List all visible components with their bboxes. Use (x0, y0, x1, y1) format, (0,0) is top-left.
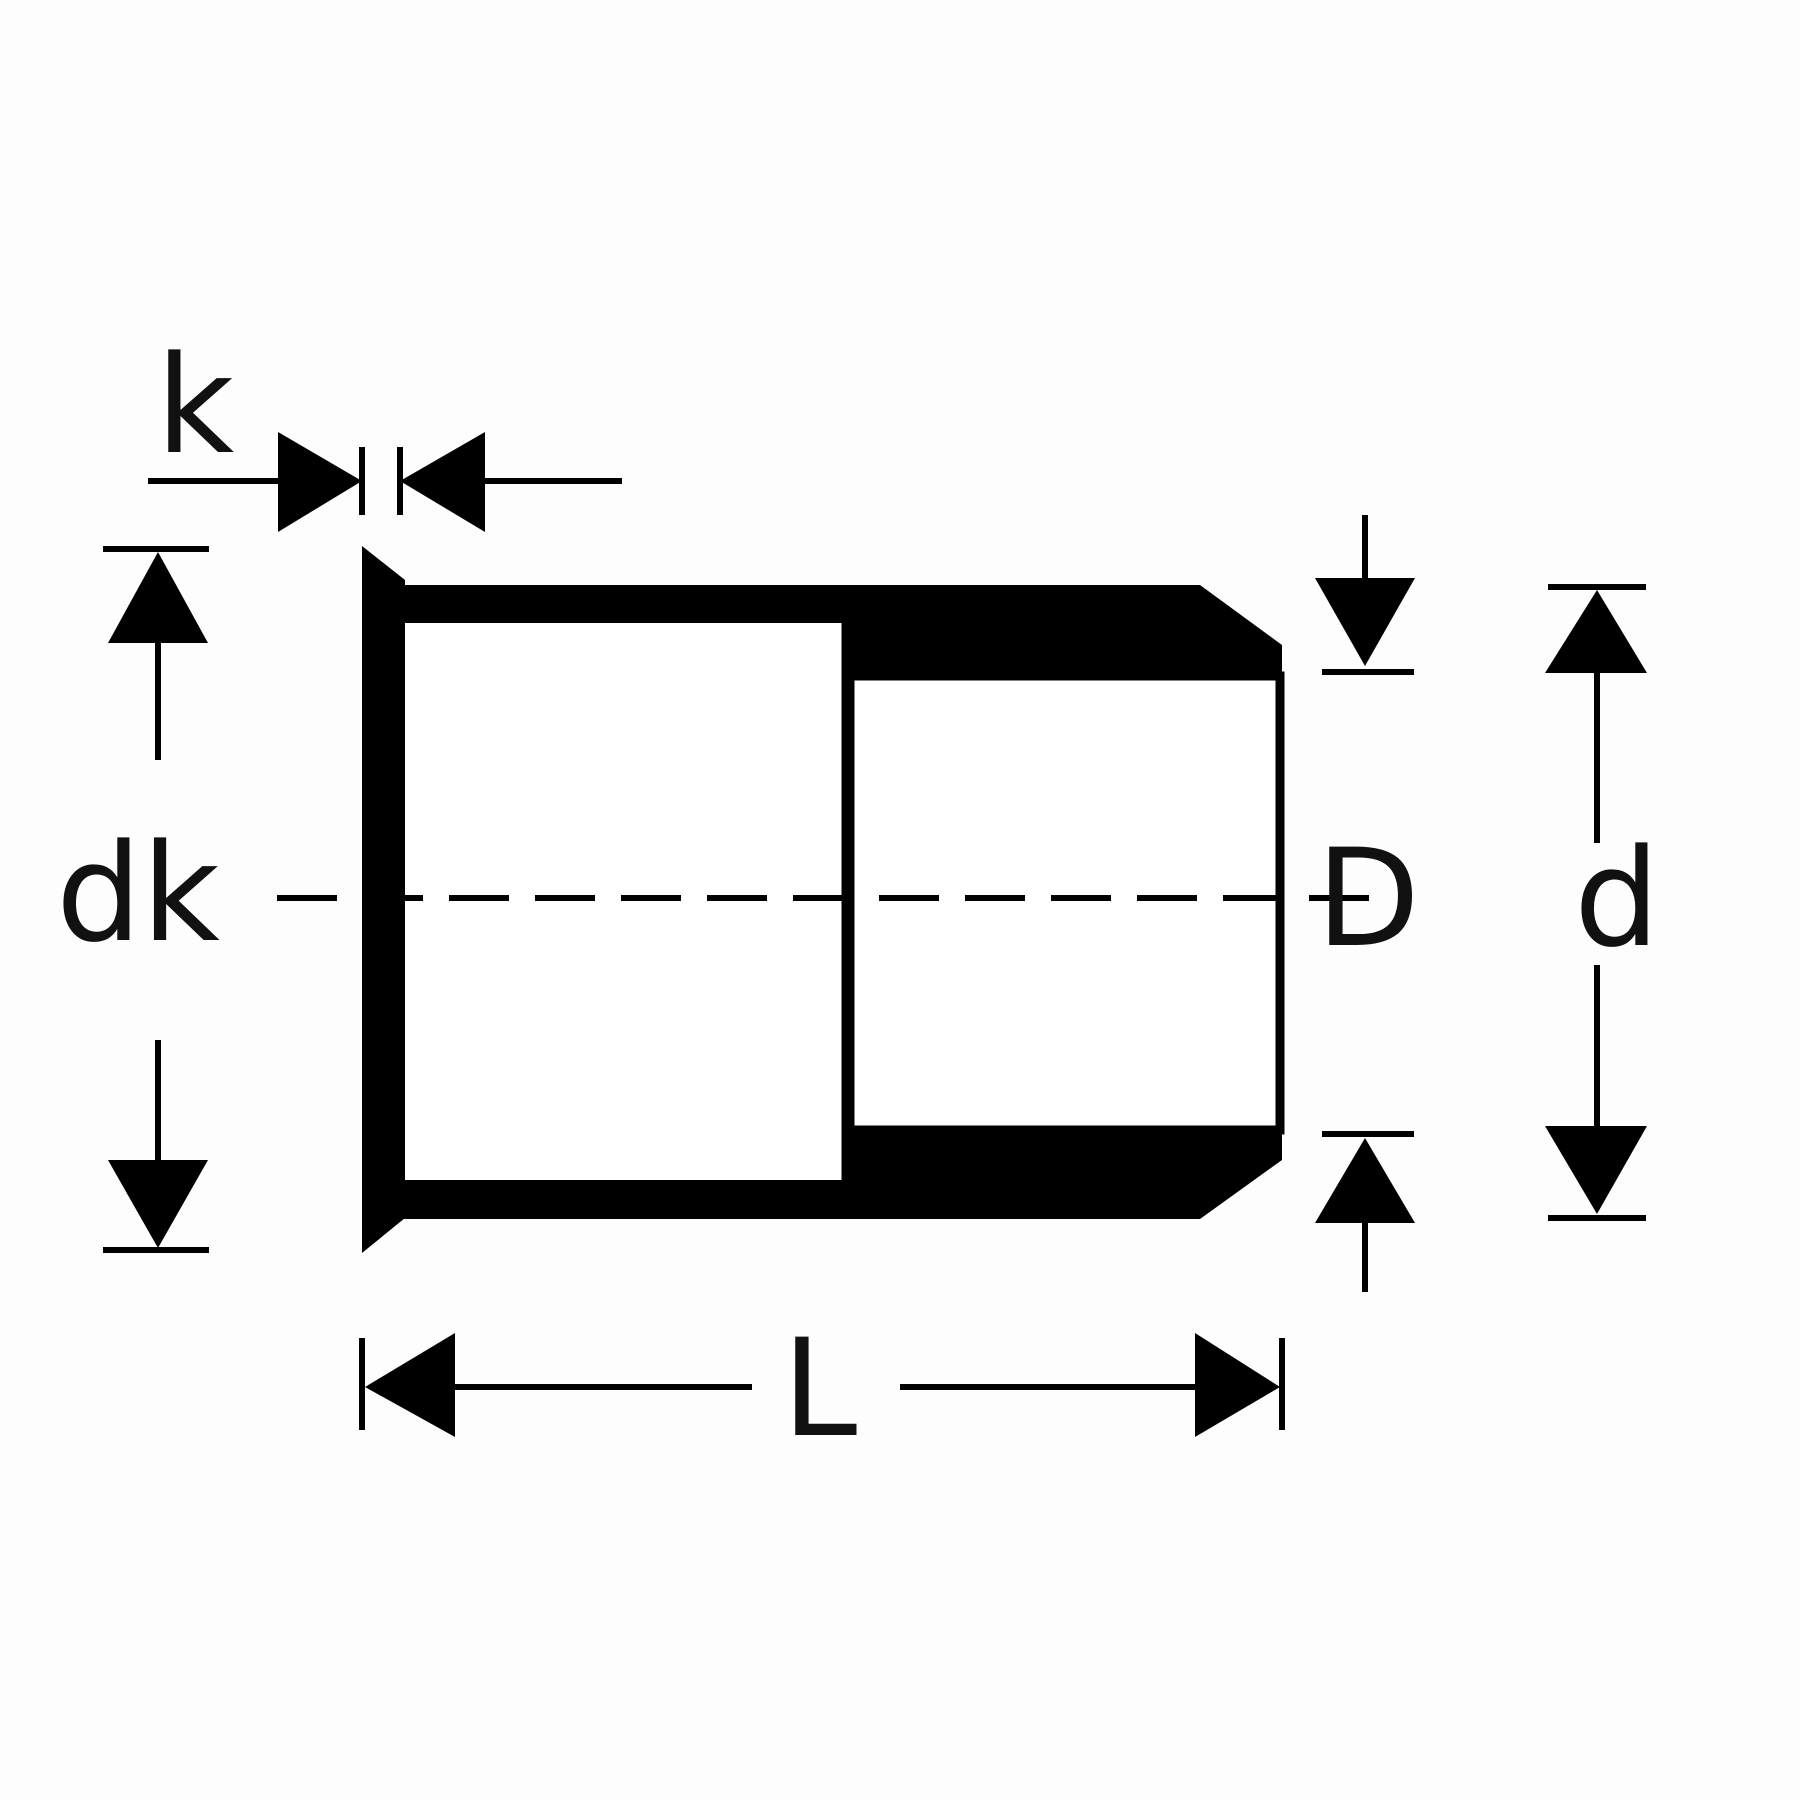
D-dimension (1315, 515, 1415, 1292)
d-arrow-bottom (1545, 1126, 1647, 1214)
L-dimension (359, 1333, 1285, 1437)
dk-arrow-top (108, 552, 208, 643)
D-arrow-bottom (1315, 1138, 1415, 1223)
d-dimension (1545, 584, 1647, 1221)
label-dk: dk (56, 815, 220, 972)
bottom-wall (400, 1130, 1282, 1219)
part-body (362, 546, 1285, 1253)
dk-arrow-bottom (108, 1160, 208, 1248)
dk-dimension (103, 546, 209, 1253)
bore-large (405, 623, 842, 1180)
k-dimension (148, 432, 622, 532)
L-arrow-right (1195, 1333, 1280, 1437)
label-L: L (782, 1310, 857, 1467)
label-k: k (156, 327, 234, 484)
D-arrow-top (1315, 578, 1415, 666)
d-arrow-top (1545, 590, 1647, 673)
label-D: D (1316, 820, 1420, 977)
label-d: d (1574, 820, 1660, 977)
L-arrow-left (365, 1333, 455, 1437)
k-arrow-right (400, 432, 485, 532)
k-arrow-left (278, 432, 362, 532)
top-wall (400, 585, 1282, 676)
bore-small (845, 671, 1285, 1135)
